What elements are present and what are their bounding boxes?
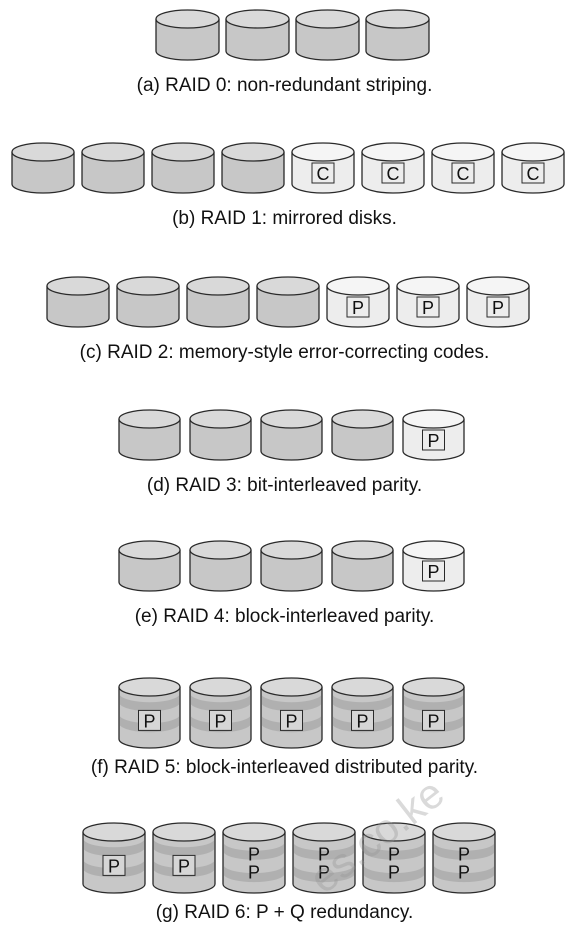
disk-label: P [108, 856, 120, 876]
caption-raid-3: (d) RAID 3: bit-interleaved parity. [146, 475, 423, 496]
caption-raid-5: (f) RAID 5: block-interleaved distribute… [90, 757, 479, 778]
disk-plain [155, 9, 220, 61]
disk-label: P [318, 845, 330, 865]
disk-redundant: P [466, 276, 530, 328]
label-box [451, 162, 475, 184]
disk-banded: P [402, 677, 465, 749]
disk-plain [331, 409, 394, 461]
disk-redundant: C [361, 142, 425, 194]
disk-redundant: C [291, 142, 355, 194]
disk-redundant: P [402, 540, 465, 592]
label-box [422, 560, 445, 582]
disk-label: C [387, 164, 400, 184]
caption-raid-0: (a) RAID 0: non-redundant striping. [136, 75, 433, 96]
disk-banded: P [189, 677, 252, 749]
disk-banded: P [152, 822, 216, 894]
label-box [422, 429, 445, 451]
caption-raid-4: (e) RAID 4: block-interleaved parity. [134, 606, 435, 627]
disk-banded: P [260, 677, 323, 749]
disk-label: P [458, 845, 470, 865]
disk-plain [186, 276, 250, 328]
disk-plain [46, 276, 110, 328]
disk-label: P [178, 856, 190, 876]
disk-plain [225, 9, 290, 61]
label-box [521, 162, 545, 184]
disk-label: P [143, 711, 155, 731]
disk-label: P [356, 711, 368, 731]
disk-label: P [427, 711, 439, 731]
label-box [422, 709, 445, 731]
disk-label: C [317, 164, 330, 184]
disk-banded: PP [292, 822, 356, 894]
disk-plain [189, 409, 252, 461]
disk-label: P [388, 863, 400, 883]
disk-label: P [214, 711, 226, 731]
label-box [280, 709, 303, 731]
disk-plain [118, 409, 181, 461]
disk-redundant: P [396, 276, 460, 328]
disk-plain [221, 142, 285, 194]
disk-banded: P [82, 822, 146, 894]
label-box [209, 709, 232, 731]
label-box [351, 709, 374, 731]
label-box [172, 854, 196, 876]
disk-banded: PP [362, 822, 426, 894]
disk-redundant: C [431, 142, 495, 194]
disk-banded: P [331, 677, 394, 749]
label-box [138, 709, 161, 731]
caption-raid-1: (b) RAID 1: mirrored disks. [172, 208, 397, 229]
caption-raid-6: (g) RAID 6: P + Q redundancy. [155, 902, 414, 923]
disk-banded: PP [222, 822, 286, 894]
label-box [416, 296, 440, 318]
disk-label: P [248, 863, 260, 883]
disk-plain [116, 276, 180, 328]
caption-raid-2: (c) RAID 2: memory-style error-correctin… [79, 342, 490, 363]
disk-label: P [285, 711, 297, 731]
disk-banded: P [118, 677, 181, 749]
label-box [486, 296, 510, 318]
disk-label: P [427, 562, 439, 582]
disk-plain [260, 540, 323, 592]
label-box [381, 162, 405, 184]
disk-plain [260, 409, 323, 461]
label-box [346, 296, 370, 318]
disk-redundant: P [326, 276, 390, 328]
disk-label: C [457, 164, 470, 184]
disk-plain [11, 142, 75, 194]
disk-label: P [318, 863, 330, 883]
label-box [102, 854, 126, 876]
disk-redundant: C [501, 142, 565, 194]
disk-label: P [492, 298, 504, 318]
disk-plain [81, 142, 145, 194]
disk-plain [189, 540, 252, 592]
disk-label: P [388, 845, 400, 865]
disk-redundant: P [402, 409, 465, 461]
disk-plain [151, 142, 215, 194]
disk-banded: PP [432, 822, 496, 894]
disk-label: P [422, 298, 434, 318]
disk-label: C [527, 164, 540, 184]
disk-plain [118, 540, 181, 592]
disk-label: P [248, 845, 260, 865]
disk-label: P [427, 431, 439, 451]
disk-label: P [352, 298, 364, 318]
label-box [311, 162, 335, 184]
disk-plain [365, 9, 430, 61]
disk-plain [256, 276, 320, 328]
disk-plain [295, 9, 360, 61]
disk-label: P [458, 863, 470, 883]
disk-plain [331, 540, 394, 592]
